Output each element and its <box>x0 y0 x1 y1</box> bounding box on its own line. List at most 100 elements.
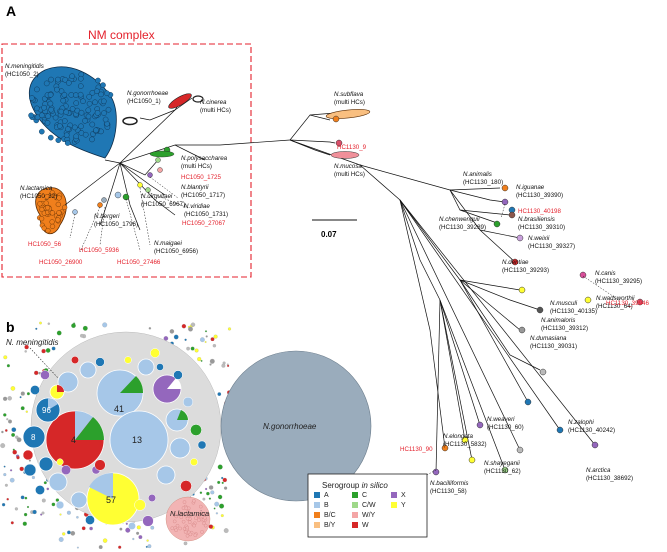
label-lactamica-hc: (HC1050_32) <box>20 193 57 200</box>
scatter-isolate-dot <box>19 396 22 399</box>
nm-complex-box <box>1 43 252 278</box>
meningitidis-isolate-dot <box>82 131 89 138</box>
pie-small-9 <box>38 456 54 472</box>
meningitidis-isolate-dot <box>39 112 45 119</box>
scatter-isolate-dot <box>55 498 60 502</box>
mini-pie <box>85 515 95 525</box>
scatter-isolate-dot <box>210 490 215 495</box>
label-gonorrhoeae-hc: (HC1050_1) <box>127 98 161 105</box>
scatter-isolate-dot <box>219 503 225 509</box>
mini-pie <box>180 480 192 492</box>
scatter-isolate-dot <box>26 392 30 396</box>
label-shayeganii-hc: (HC1130_62) <box>484 468 521 475</box>
lactamica-isolate-dot <box>41 225 47 231</box>
label-maigaei: N.maigaei <box>154 240 182 247</box>
lactamica-b-dot <box>193 533 198 537</box>
scatter-isolate-dot <box>147 544 152 549</box>
scatter-isolate-dot <box>204 341 207 343</box>
scatter-isolate-dot <box>102 538 108 543</box>
scatter-isolate-dot <box>205 330 207 333</box>
scatter-isolate-dot <box>184 338 187 341</box>
scatter-isolate-dot <box>16 455 20 460</box>
red-label-hc1130-9: HC1130_9 <box>337 144 367 151</box>
legend-label: A <box>324 492 329 499</box>
scatter-isolate-dot <box>4 483 8 487</box>
scatter-isolate-dot <box>7 396 12 401</box>
scatter-isolate-dot <box>45 348 51 353</box>
label-shayeganii: N.shayeganii <box>484 460 520 467</box>
pie-small-6 <box>48 472 68 492</box>
label-zalophi-hc: (HC1130_40242) <box>568 427 615 434</box>
pie-small-3 <box>156 465 176 485</box>
scatter-isolate-dot <box>41 498 46 503</box>
scatter-isolate-dot <box>190 346 195 351</box>
scatter-isolate-dot <box>102 322 108 328</box>
meningitidis-isolate-dot <box>61 92 68 98</box>
scatter-isolate-dot <box>98 545 103 550</box>
meningitidis-isolate-dot <box>69 73 75 79</box>
scatter-isolate-dot <box>1 430 4 434</box>
label-musculi-hc: (HC1130_40135) <box>550 308 597 315</box>
mini-pie <box>55 500 65 510</box>
label-dumasiana: N.dumasiana <box>530 335 567 342</box>
scatter-isolate-dot <box>145 545 148 548</box>
scatter-isolate-dot <box>227 364 230 367</box>
cinerea-node <box>122 116 138 126</box>
meningitidis-leader <box>29 347 59 379</box>
mini-pie <box>61 465 71 475</box>
count-41: 41 <box>114 404 124 414</box>
lactamica-b-dot <box>184 506 189 510</box>
mini-pie <box>197 440 207 450</box>
panel-b-label: b <box>6 319 15 335</box>
meningitidis-isolate-dot <box>54 86 60 93</box>
scatter-isolate-dot <box>81 526 86 531</box>
label-chenwenguii-hc: (HC1130_39289) <box>439 224 486 231</box>
legend-label: B <box>324 502 329 509</box>
meningitidis-isolate-dot <box>104 90 110 96</box>
legend-label: B/C <box>324 512 336 519</box>
scatter-isolate-dot <box>136 531 140 535</box>
lactamica-b-dot <box>179 515 184 519</box>
meningitidis-isolate-dot <box>34 86 40 93</box>
scatter-isolate-dot <box>173 334 179 340</box>
red-label-hc1050-27067: HC1050_27067 <box>182 220 226 227</box>
lactamica-b-dot <box>185 525 189 530</box>
scatter-isolate-dot <box>136 525 141 530</box>
scatter-isolate-dot <box>12 449 17 455</box>
meningitidis-isolate-dot <box>48 106 54 113</box>
label-blantyrii-hc: (HC1050_1717) <box>181 192 225 199</box>
meningitidis-isolate-dot <box>73 92 79 98</box>
label-lactamica: N.lactamica <box>20 185 53 192</box>
blantyrii-node <box>157 167 163 173</box>
hc1050-56-node <box>72 209 78 215</box>
scatter-isolate-dot <box>181 324 187 329</box>
lactamica-b-dot <box>203 516 207 520</box>
polysaccharea-node-2 <box>149 150 175 158</box>
red-label-hc1130-39946: HC1130_39946 <box>606 300 649 307</box>
scatter-isolate-dot <box>76 546 79 549</box>
scatter-isolate-dot <box>188 326 193 332</box>
scatter-isolate-dot <box>3 465 6 468</box>
subflava-dot <box>332 115 340 123</box>
meningitidis-isolate-dot <box>105 106 112 113</box>
pie-small-8 <box>137 358 155 376</box>
nm-complex-title: NM complex <box>88 28 155 42</box>
lactamica-b-dot <box>197 518 201 522</box>
scatter-isolate-dot <box>213 334 218 339</box>
meningitidis-isolate-dot <box>93 127 99 134</box>
scatter-isolate-dot <box>15 435 19 439</box>
meningitidis-isolate-dot <box>78 75 84 82</box>
legend-box <box>307 473 428 538</box>
meningitidis-isolate-dot <box>94 110 101 116</box>
scatter-isolate-dot <box>19 466 24 472</box>
meningitidis-isolate-dot <box>98 91 104 98</box>
label-zalophi: N.zalophi <box>568 419 594 426</box>
mucosa-node <box>330 151 360 159</box>
red-label-hc1050-1725: HC1050_1725 <box>181 174 221 181</box>
meningitidis-isolate-dot <box>48 76 54 83</box>
label-musculi: N.musculi <box>550 300 578 307</box>
scatter-isolate-dot <box>62 532 66 536</box>
lactamica-isolate-dot <box>55 201 61 208</box>
scatter-isolate-dot <box>227 327 232 331</box>
lactamica-isolate-dot <box>56 195 62 201</box>
